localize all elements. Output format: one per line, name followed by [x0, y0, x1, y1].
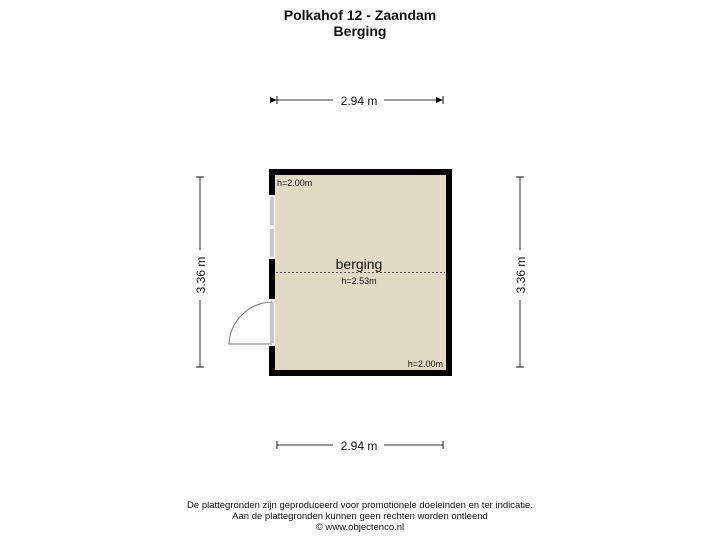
room-name: berging — [336, 256, 383, 272]
disclaimer-line-1: De plattegronden zijn geproduceerd voor … — [187, 500, 533, 511]
dimension-bottom: 2.94 m — [276, 439, 444, 453]
window-left-wall — [269, 195, 275, 259]
dimension-left-label: 3.36 m — [194, 257, 208, 294]
dimension-left: 3.36 m — [194, 176, 208, 368]
dimension-top: 2.94 m — [270, 94, 444, 108]
copyright: © www.objectenco.nl — [315, 522, 405, 533]
disclaimer-line-2: Aan de plattegronden kunnen geen rechten… — [232, 511, 488, 522]
height-label-bottom-right: h=2.00m — [408, 359, 443, 369]
height-label-center: h=2.53m — [341, 276, 376, 286]
page-title: Polkahof 12 - Zaandam — [283, 7, 437, 23]
height-label-top-left: h=2.00m — [277, 178, 312, 188]
dimension-top-label: 2.94 m — [341, 94, 378, 108]
dimension-bottom-label: 2.94 m — [341, 439, 378, 453]
dimension-right-label: 3.36 m — [514, 257, 528, 294]
door-swing-arc — [228, 301, 273, 345]
door — [228, 299, 275, 346]
dimension-right: 3.36 m — [514, 176, 528, 368]
room-berging: h=2.00m berging h=2.53m h=2.00m — [228, 169, 452, 376]
disclaimer: De plattegronden zijn geproduceerd voor … — [0, 500, 720, 533]
page-subtitle: Berging — [333, 23, 387, 39]
